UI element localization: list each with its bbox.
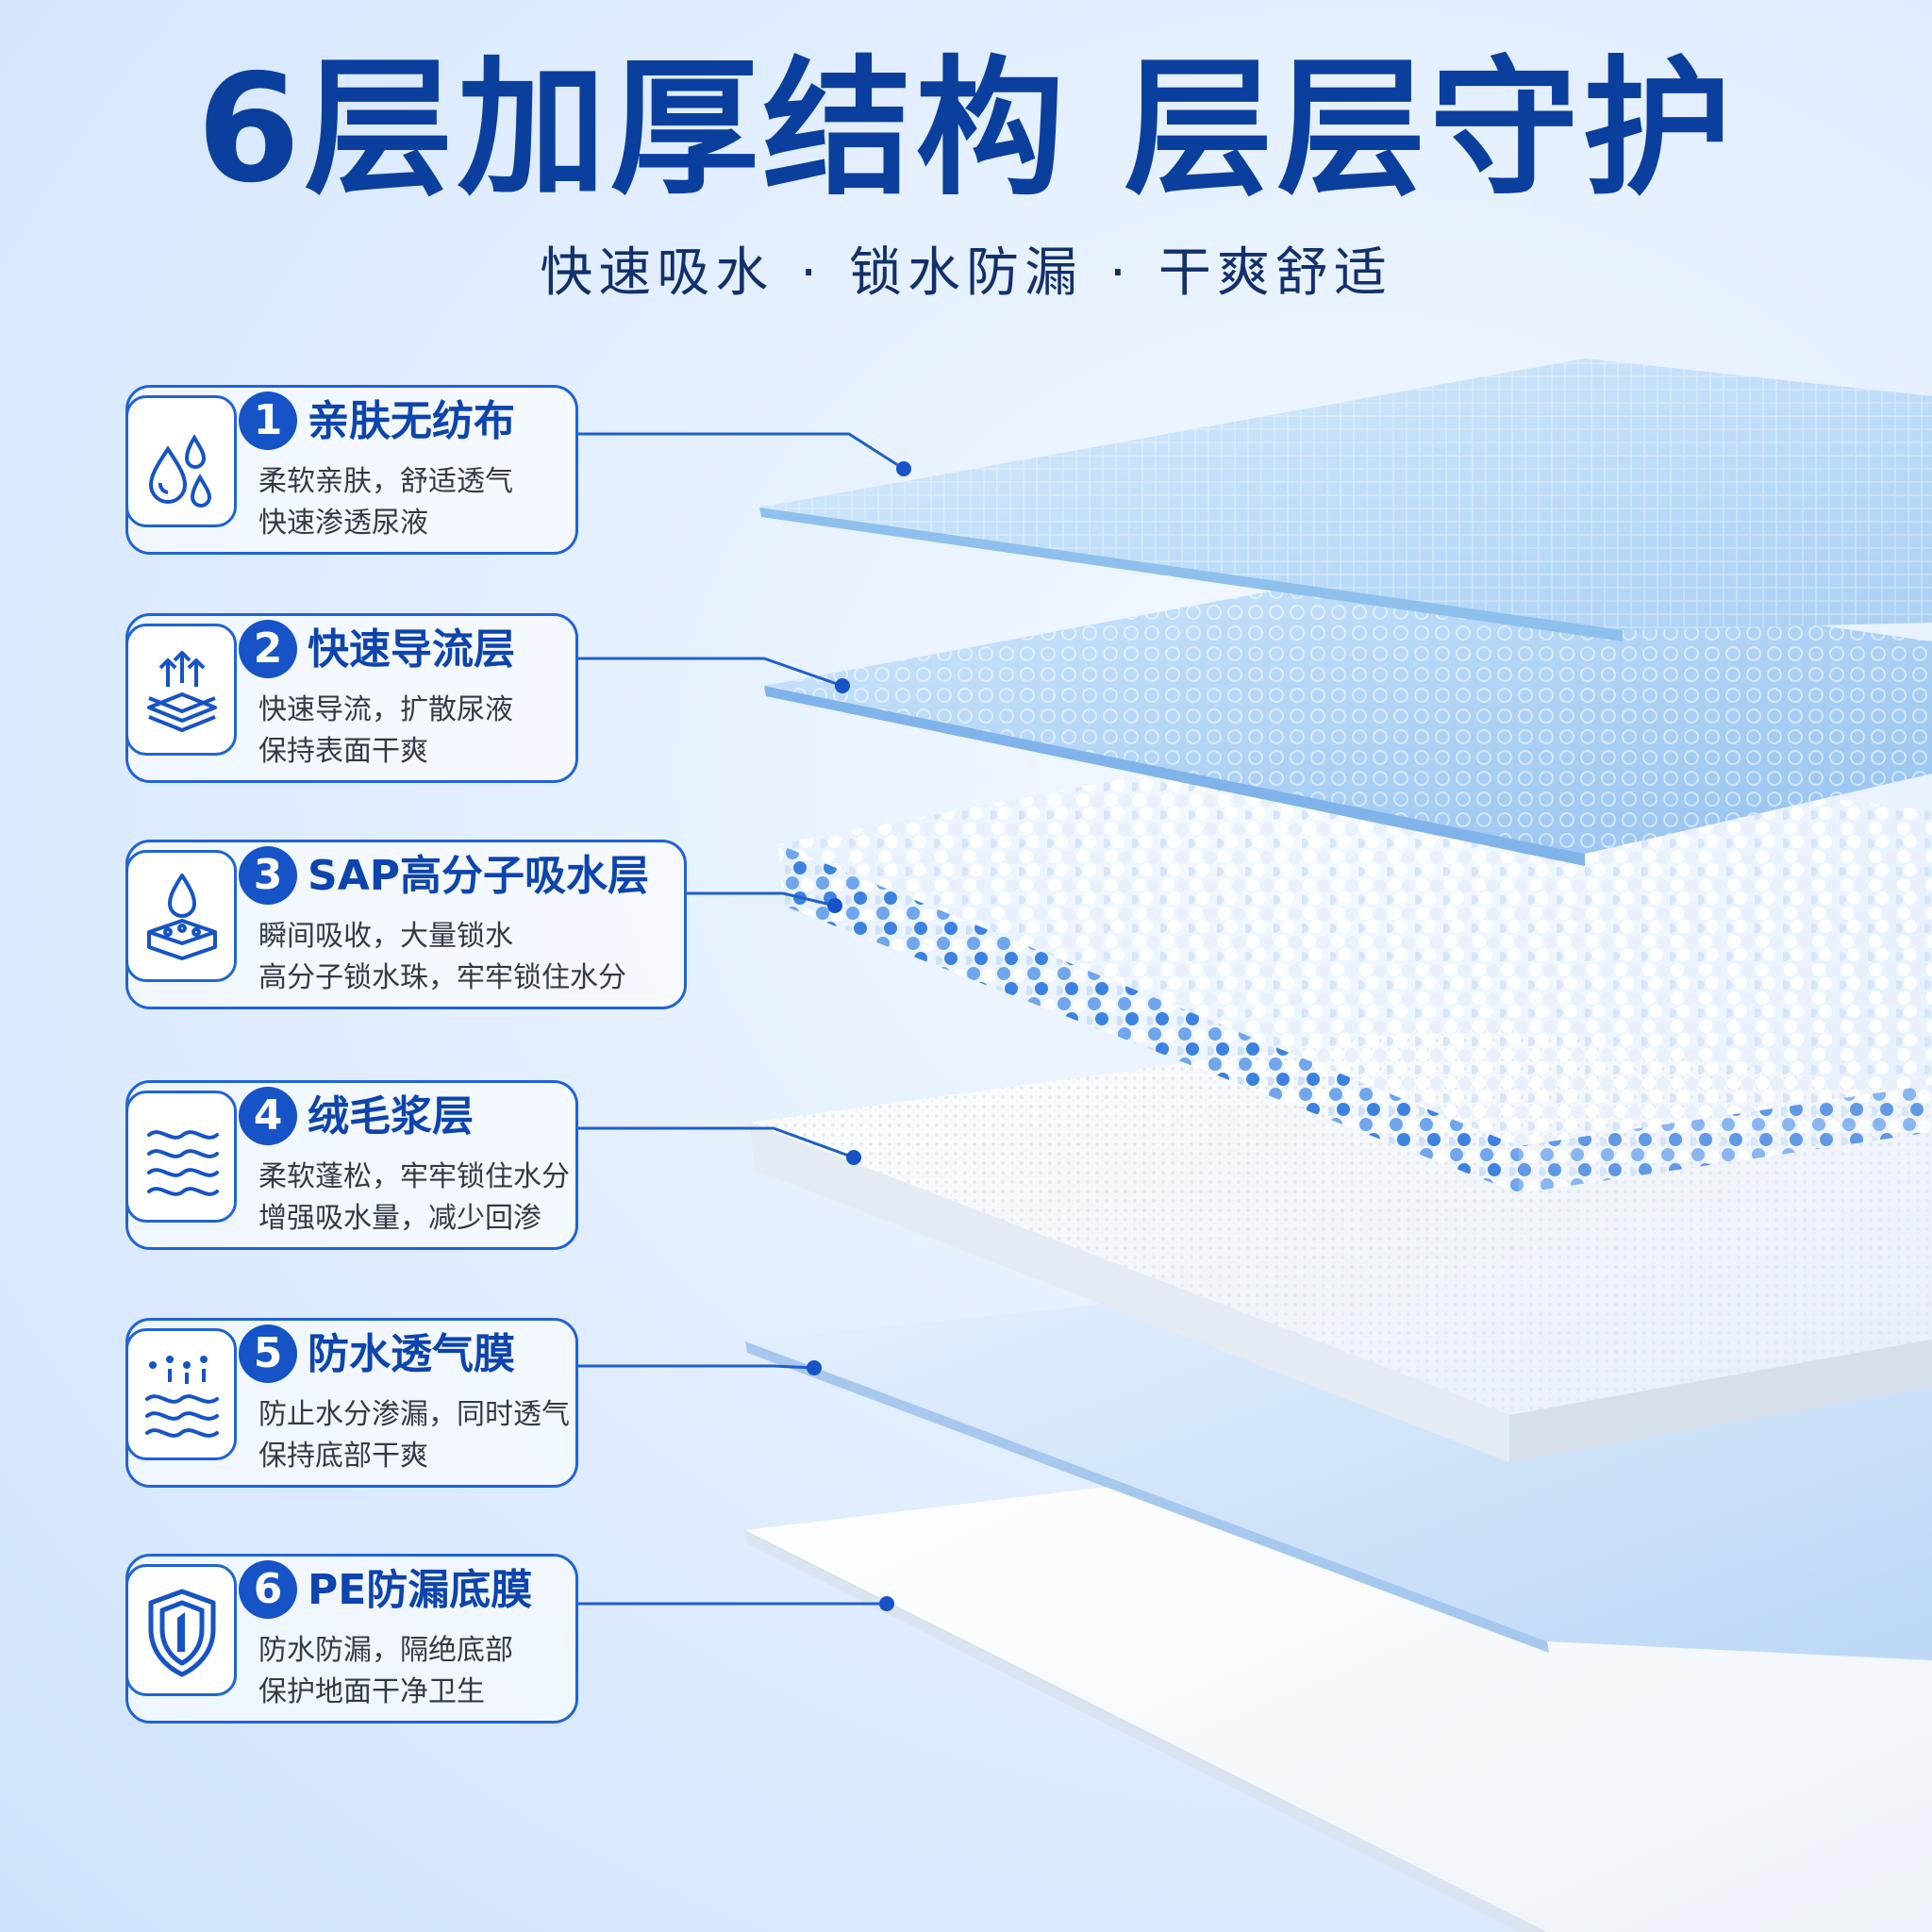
layer-number-badge: 3 (239, 846, 297, 905)
fluff-waves-icon (147, 1130, 219, 1196)
leader-line-2 (577, 657, 843, 688)
layer-title: 快速导流层 (308, 625, 515, 674)
layer-desc-line-1: 瞬间吸收，大量锁水 (258, 920, 513, 953)
layer-desc-line-2: 保持表面干爽 (258, 735, 428, 768)
layer-desc-line-2: 增强吸水量，减少回渗 (258, 1202, 541, 1235)
layer-1-nonwoven (759, 358, 1932, 641)
feature-list: 快速吸水·锁水防漏·干爽舒适 (0, 247, 1932, 300)
layer-title: 亲肤无纺布 (308, 397, 515, 445)
layer-desc-line-1: 柔软亲肤，舒适透气 (258, 465, 513, 498)
layer-number-badge: 5 (239, 1324, 297, 1383)
layer-card-6: 6 PE防漏底膜 防水防漏，隔绝底部 保护地面干净卫生 (125, 1554, 578, 1724)
icon-frame (125, 850, 237, 982)
layer-card-4: 4 绒毛浆层 柔软蓬松，牢牢锁住水分 增强吸水量，减少回渗 (125, 1080, 578, 1250)
layer-number-badge: 1 (239, 391, 297, 450)
icon-frame (125, 1091, 237, 1223)
leader-line-5 (577, 1364, 815, 1370)
layer-card-1: 1 亲肤无纺布 柔软亲肤，舒适透气 快速渗透尿液 (125, 385, 578, 555)
layer-number-badge: 2 (239, 620, 297, 678)
layer-number-badge: 6 (239, 1560, 297, 1619)
leader-dot-1 (896, 461, 911, 476)
icon-frame (125, 624, 237, 756)
layer-desc-line-1: 防止水分渗漏，同时透气 (258, 1398, 570, 1431)
layer-title: 绒毛浆层 (308, 1092, 474, 1141)
icon-frame (125, 1328, 237, 1460)
absorbent-sponge-icon (147, 874, 217, 960)
leader-line-3 (686, 891, 836, 908)
shield-icon (148, 1589, 216, 1677)
layer-title: SAP高分子吸水层 (308, 852, 649, 900)
leader-line-4 (577, 1126, 855, 1159)
layer-desc-line-1: 柔软蓬松，牢牢锁住水分 (258, 1160, 570, 1193)
layer-title: 防水透气膜 (308, 1330, 515, 1378)
layer-desc-line-2: 高分子锁水珠，牢牢锁住水分 (258, 961, 626, 994)
icon-frame (125, 1564, 237, 1696)
icon-frame (125, 395, 237, 527)
leader-dot-3 (827, 898, 842, 913)
feature-dry-comfort: 干爽舒适 (1158, 242, 1392, 304)
layer-card-3: 3 SAP高分子吸水层 瞬间吸收，大量锁水 高分子锁水珠，牢牢锁住水分 (125, 840, 687, 1009)
layer-number-badge: 4 (239, 1087, 297, 1145)
layer-desc-line-1: 防水防漏，隔绝底部 (258, 1634, 513, 1667)
water-drops-icon (148, 434, 212, 508)
layer-title: PE防漏底膜 (308, 1566, 533, 1614)
layer-desc-line-2: 保持底部干爽 (258, 1440, 428, 1473)
layer-desc-line-2: 快速渗透尿液 (258, 507, 428, 540)
breathable-waves-icon (145, 1356, 219, 1438)
leader-line-1 (577, 432, 905, 471)
layer-card-5: 5 防水透气膜 防止水分渗漏，同时透气 保持底部干爽 (125, 1318, 578, 1488)
page-title: 6层加厚结构 层层守护 (196, 42, 1736, 216)
layer-desc-line-2: 保护地面干净卫生 (258, 1675, 485, 1708)
layer-card-2: 2 快速导流层 快速导流，扩散尿液 保持表面干爽 (125, 613, 578, 783)
leader-dot-4 (846, 1150, 861, 1165)
feature-separator: · (800, 242, 823, 304)
leader-dot-6 (879, 1596, 894, 1611)
layer-desc-line-1: 快速导流，扩散尿液 (258, 693, 513, 726)
layer-4-fluff (750, 1024, 1932, 1462)
leader-dot-2 (835, 678, 850, 693)
feature-fast-absorb: 快速吸水 (540, 242, 774, 304)
leader-dot-5 (807, 1360, 822, 1375)
layer-2-diversion (764, 566, 1932, 866)
feature-lock-water: 锁水防漏 (849, 242, 1083, 304)
feature-separator: · (1109, 242, 1132, 304)
diversion-layers-icon (147, 651, 217, 732)
